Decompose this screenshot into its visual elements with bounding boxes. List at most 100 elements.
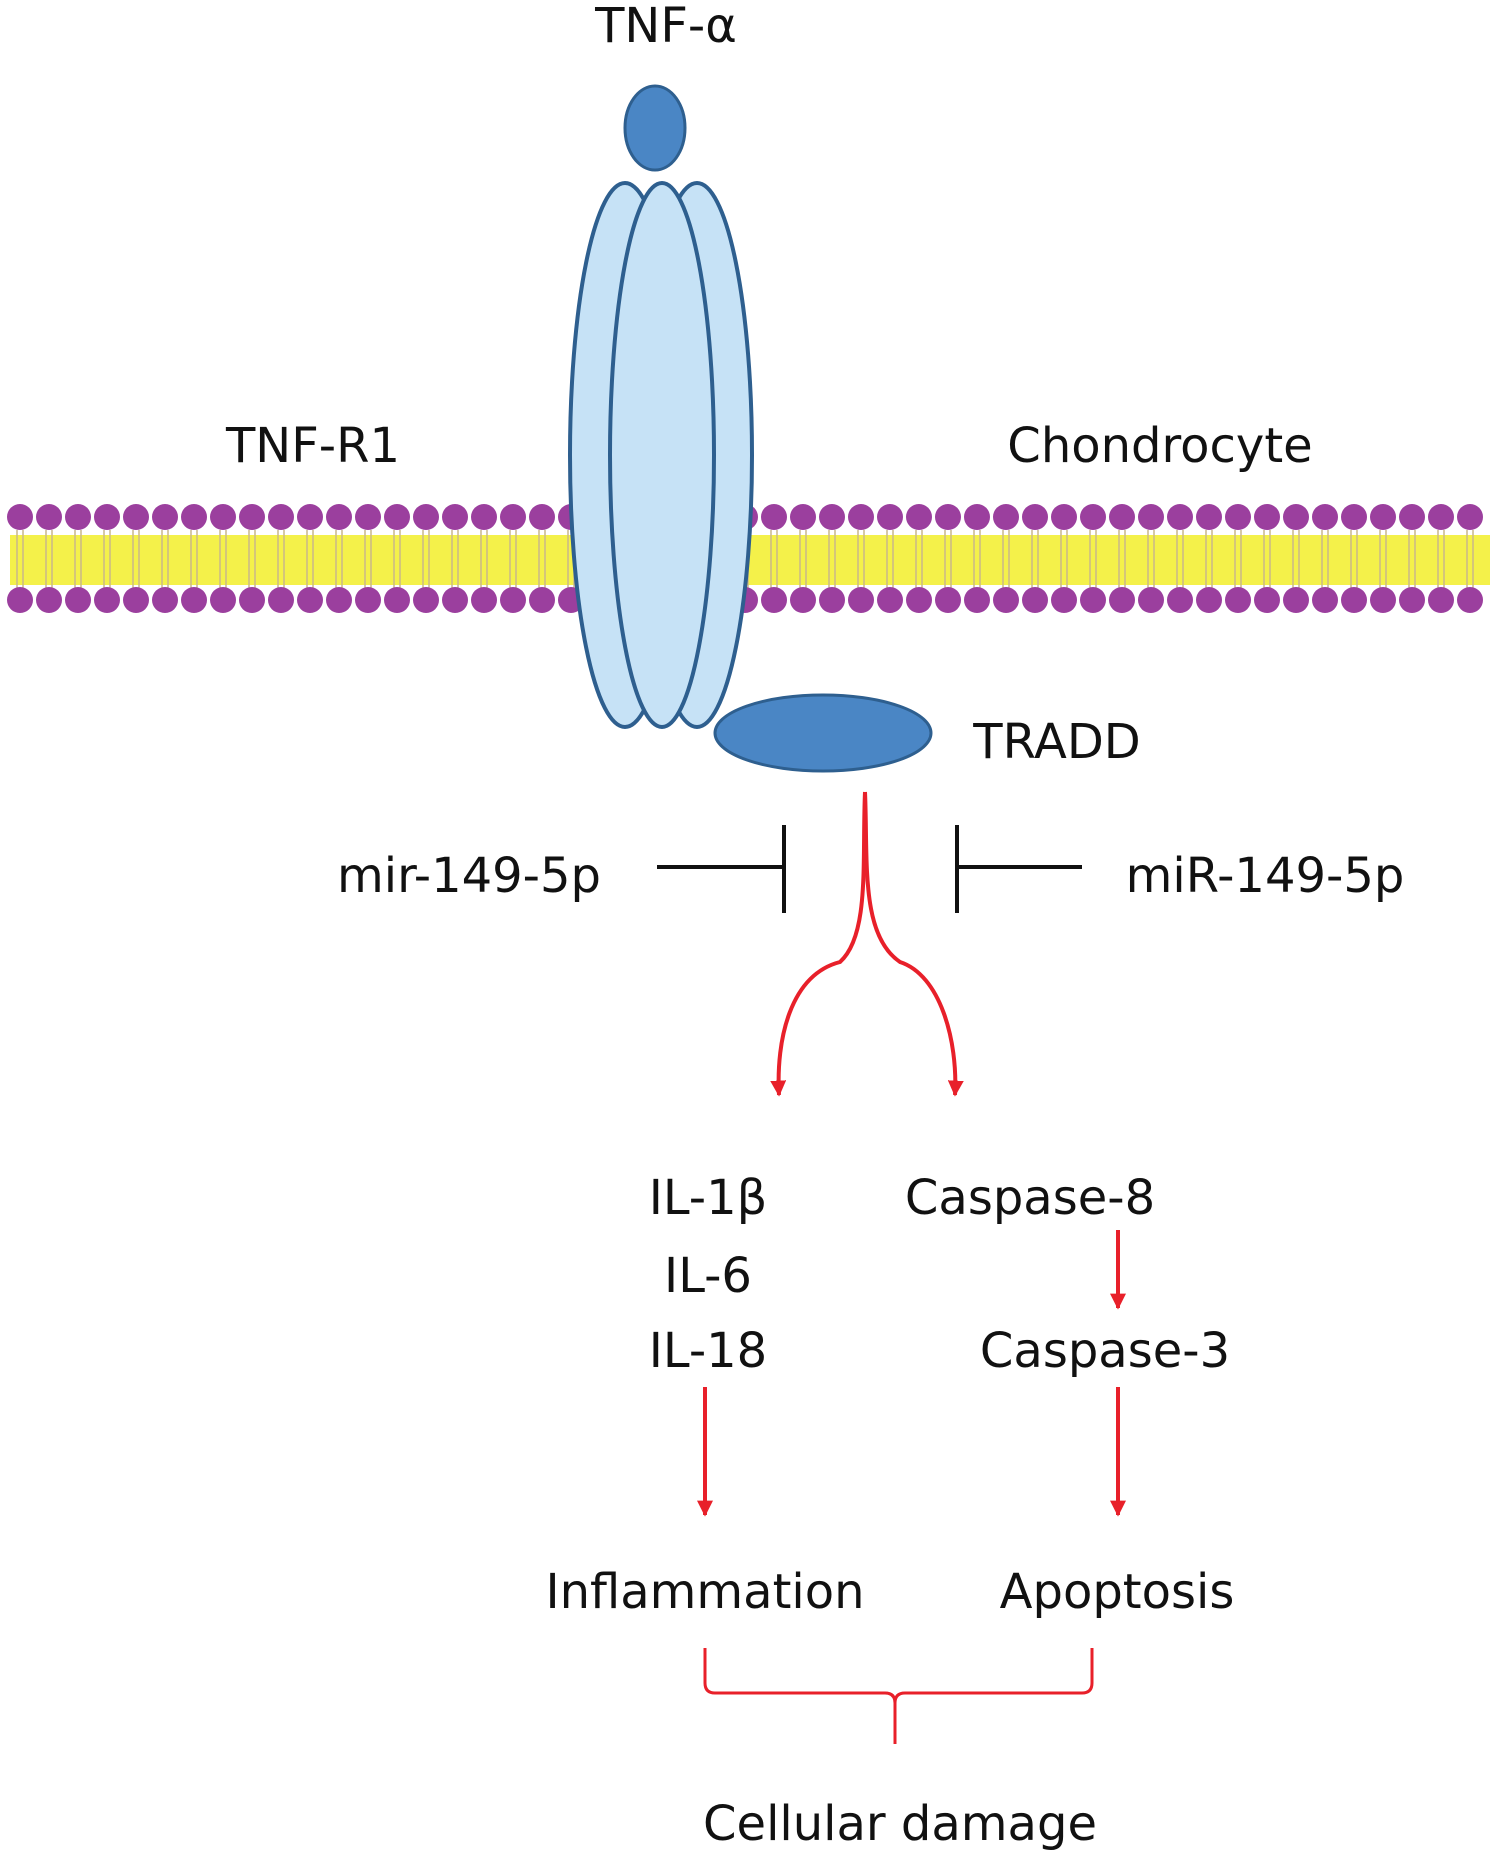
lipid-head xyxy=(1341,587,1367,613)
il-1b-label: IL-1β xyxy=(649,1170,768,1226)
lipid-head xyxy=(297,504,323,530)
lipid-head xyxy=(1080,587,1106,613)
lipid-head xyxy=(935,504,961,530)
lipid-head xyxy=(1457,587,1483,613)
lipid-head xyxy=(1399,587,1425,613)
lipid-head xyxy=(471,504,497,530)
lipid-head xyxy=(1109,504,1135,530)
lipid-head xyxy=(239,504,265,530)
lipid-head xyxy=(1428,587,1454,613)
lipid-head xyxy=(790,587,816,613)
lipid-head xyxy=(384,587,410,613)
lipid-head xyxy=(210,504,236,530)
lipid-head xyxy=(36,587,62,613)
lipid-head xyxy=(152,587,178,613)
lipid-head xyxy=(210,587,236,613)
lipid-head xyxy=(964,504,990,530)
lipid-tails xyxy=(16,530,1474,588)
lipid-head xyxy=(355,587,381,613)
lipid-head xyxy=(993,587,1019,613)
lipid-head xyxy=(1022,504,1048,530)
lipid-head xyxy=(1225,504,1251,530)
lipid-head xyxy=(326,504,352,530)
lipid-head xyxy=(819,587,845,613)
lipid-head xyxy=(65,587,91,613)
lipid-head xyxy=(906,504,932,530)
lipid-head xyxy=(94,504,120,530)
caspase-8-label: Caspase-8 xyxy=(905,1170,1155,1226)
lipid-head xyxy=(1283,587,1309,613)
lipid-head xyxy=(1370,504,1396,530)
tnf-alpha-label: TNF-α xyxy=(594,0,737,54)
il-18-label: IL-18 xyxy=(649,1323,767,1379)
lipid-head xyxy=(1051,587,1077,613)
lipid-head xyxy=(181,587,207,613)
lipid-head xyxy=(7,587,33,613)
lipid-head xyxy=(1138,587,1164,613)
lipid-head xyxy=(1457,504,1483,530)
il-6-label: IL-6 xyxy=(664,1248,752,1304)
lipid-head xyxy=(877,504,903,530)
lipid-head xyxy=(442,587,468,613)
mir-149-5p-right-label: miR-149-5p xyxy=(1126,848,1405,904)
inflammation-label: Inflammation xyxy=(545,1564,864,1620)
lipid-head xyxy=(529,587,555,613)
lipid-head xyxy=(384,504,410,530)
lipid-head xyxy=(529,504,555,530)
lipid-head xyxy=(471,587,497,613)
apoptosis-label: Apoptosis xyxy=(1000,1564,1235,1620)
lipid-head xyxy=(413,504,439,530)
lipid-head xyxy=(36,504,62,530)
lipid-head xyxy=(1051,504,1077,530)
lipid-head xyxy=(1254,504,1280,530)
lipid-head xyxy=(7,504,33,530)
arrow-tradd-to-cytokines xyxy=(770,791,867,1097)
lipid-head xyxy=(152,504,178,530)
arrow-tradd-to-caspase-8 xyxy=(863,791,964,1097)
caspase-3-label: Caspase-3 xyxy=(980,1323,1230,1379)
receptor-lobe-center xyxy=(608,181,716,729)
lipid-head xyxy=(94,587,120,613)
lipid-head xyxy=(906,587,932,613)
lipid-head xyxy=(239,587,265,613)
lipid-head xyxy=(1254,587,1280,613)
lipid-head xyxy=(1370,587,1396,613)
tradd-label: TRADD xyxy=(972,714,1140,770)
lipid-head xyxy=(500,504,526,530)
lipid-head xyxy=(761,504,787,530)
lipid-head xyxy=(123,587,149,613)
lipid-head xyxy=(761,587,787,613)
lipid-head xyxy=(268,587,294,613)
tradd-adaptor xyxy=(713,693,933,773)
lipid-head xyxy=(1225,587,1251,613)
lipid-head xyxy=(1428,504,1454,530)
lipid-head xyxy=(297,587,323,613)
lipid-head xyxy=(413,587,439,613)
lipid-head xyxy=(964,587,990,613)
lipid-head xyxy=(1312,504,1338,530)
lipid-head xyxy=(326,587,352,613)
lipid-head xyxy=(65,504,91,530)
cellular-damage-label: Cellular damage xyxy=(703,1796,1097,1852)
inhibition-left xyxy=(657,825,786,913)
tnf-alpha-ligand xyxy=(623,84,687,172)
lipid-head xyxy=(181,504,207,530)
tnf-r1-label: TNF-R1 xyxy=(225,418,400,474)
lipid-head xyxy=(123,504,149,530)
inhibition-right xyxy=(955,825,1082,913)
damage-bracket xyxy=(703,1648,1094,1744)
lipid-head xyxy=(268,504,294,530)
lipid-head xyxy=(1167,587,1193,613)
lipid-head xyxy=(1167,504,1193,530)
lipid-head xyxy=(500,587,526,613)
chondrocyte-label: Chondrocyte xyxy=(1007,418,1312,474)
lipid-head xyxy=(1022,587,1048,613)
tnf-r1-receptor xyxy=(568,181,754,729)
lipid-head xyxy=(1080,504,1106,530)
lipid-head xyxy=(1312,587,1338,613)
lipid-head xyxy=(355,504,381,530)
mir-149-5p-left-label: mir-149-5p xyxy=(337,848,601,904)
lipid-head xyxy=(1283,504,1309,530)
lipid-head xyxy=(790,504,816,530)
lipid-head xyxy=(1138,504,1164,530)
